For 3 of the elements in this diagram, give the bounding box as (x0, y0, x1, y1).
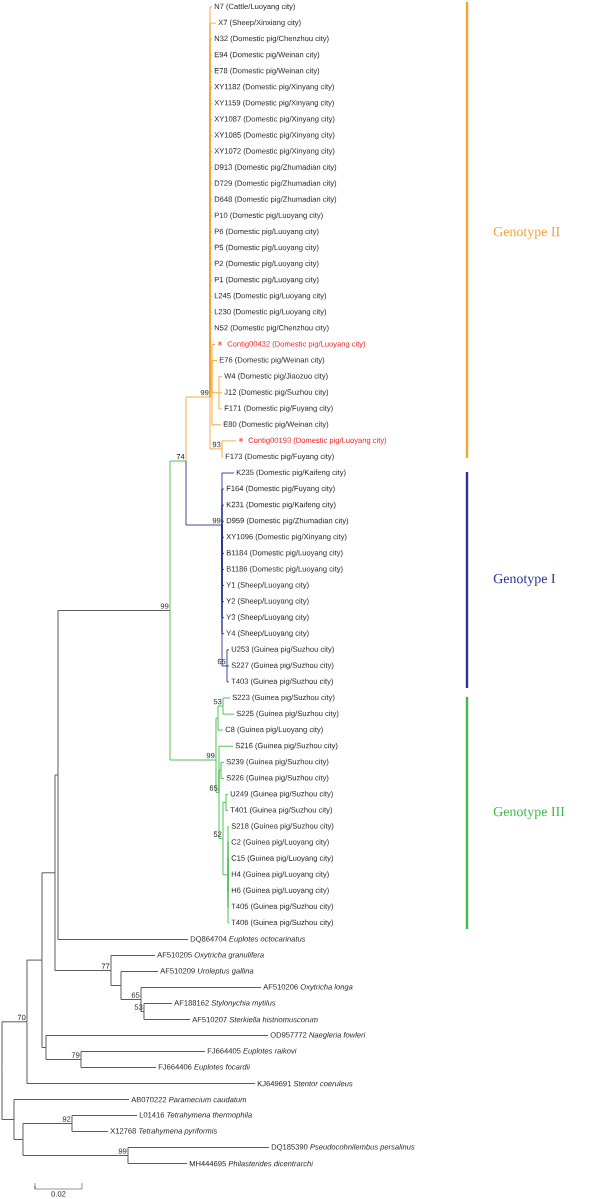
clade-label: Genotype II (493, 226, 560, 240)
clade-label: Genotype III (493, 806, 565, 820)
clade-label: Genotype I (493, 573, 556, 587)
